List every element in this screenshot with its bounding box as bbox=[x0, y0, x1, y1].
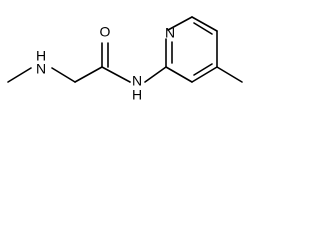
ring-double-c4-c3 bbox=[193, 63, 213, 76]
ring-methyl-bond bbox=[216, 66, 243, 83]
ch2-carbonyl-bond bbox=[74, 66, 103, 83]
n-ch2-bond bbox=[51, 67, 76, 83]
atom-h-on-amide: H bbox=[132, 87, 142, 103]
nh-pyridine-bond bbox=[144, 66, 167, 83]
atom-h-on-amine: H bbox=[36, 48, 46, 64]
atom-oxygen: O bbox=[100, 24, 111, 40]
atom-amine-n: N bbox=[36, 61, 46, 77]
carbonyl-nh-bond bbox=[101, 66, 131, 83]
structure-diagram: H N O N H N bbox=[7, 16, 243, 103]
methyl-n-bond bbox=[7, 67, 32, 83]
ring-bond-c4-c3 bbox=[191, 66, 218, 83]
ring-bond-c6-c5 bbox=[191, 16, 218, 32]
ring-bond-n-c6 bbox=[167, 16, 193, 31]
atom-amide-n: N bbox=[132, 73, 142, 89]
ring-bond-c3-c2 bbox=[165, 66, 193, 83]
chemical-structure: H N O N H N bbox=[0, 0, 284, 104]
atom-pyridine-n: N bbox=[165, 25, 175, 41]
ring-double-c6-c5 bbox=[193, 22, 213, 35]
